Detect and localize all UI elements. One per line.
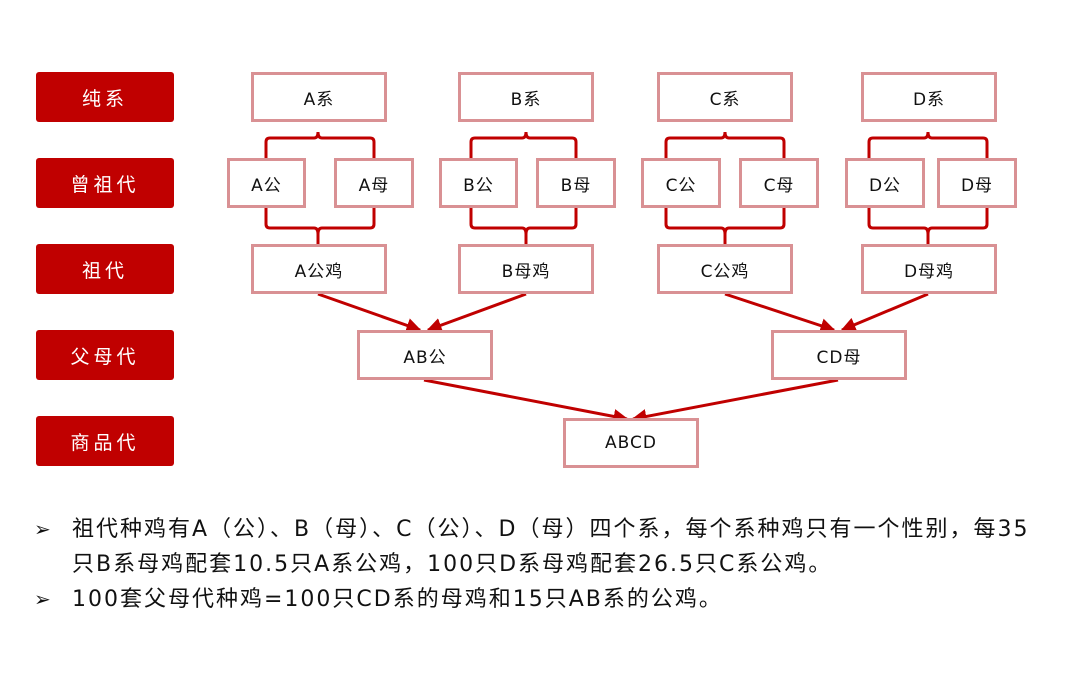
- node-c-line: C系: [657, 72, 793, 122]
- brace-a-top: [264, 131, 376, 158]
- node-a-line: A系: [251, 72, 387, 122]
- arrow-c-to-cd: [724, 292, 836, 333]
- arrow-b-to-ab: [426, 292, 527, 333]
- row-label-parent: 父母代: [36, 330, 174, 380]
- arrow-a-to-ab: [317, 292, 422, 333]
- brace-b-top: [469, 131, 578, 158]
- note-text: 祖代种鸡有A（公）、B（母）、C（公）、D（母）四个系，每个系种鸡只有一个性别，…: [72, 517, 1030, 577]
- node-cd-female: CD母: [771, 330, 907, 380]
- brace-c-top: [664, 131, 786, 158]
- brace-c-bottom: [664, 208, 786, 244]
- row-label-pure-line: 纯系: [36, 72, 174, 122]
- notes-list: ➢ 祖代种鸡有A（公）、B（母）、C（公）、D（母）四个系，每个系种鸡只有一个性…: [34, 512, 1044, 617]
- node-d-hen: D母鸡: [861, 244, 997, 294]
- row-label-grandparent: 祖代: [36, 244, 174, 294]
- node-b-hen: B母鸡: [458, 244, 594, 294]
- node-a-female: A母: [334, 158, 414, 208]
- node-c-female: C母: [739, 158, 819, 208]
- arrow-d-to-cd: [840, 292, 929, 332]
- arrow-bullet-icon: ➢: [34, 517, 53, 541]
- arrow-cd-to-abcd: [631, 378, 839, 424]
- node-b-female: B母: [536, 158, 616, 208]
- node-ab-male: AB公: [357, 330, 493, 380]
- node-b-male: B公: [439, 158, 518, 208]
- row-label-great-grandparent: 曾祖代: [36, 158, 174, 208]
- note-item: ➢ 祖代种鸡有A（公）、B（母）、C（公）、D（母）四个系，每个系种鸡只有一个性…: [34, 512, 1044, 582]
- note-item: ➢ 100套父母代种鸡=100只CD系的母鸡和15只AB系的公鸡。: [34, 582, 1044, 617]
- note-text: 100套父母代种鸡=100只CD系的母鸡和15只AB系的公鸡。: [72, 587, 723, 612]
- brace-d-bottom: [867, 208, 989, 244]
- brace-d-top: [867, 131, 989, 158]
- node-a-rooster: A公鸡: [251, 244, 387, 294]
- node-abcd: ABCD: [563, 418, 699, 468]
- row-label-commercial: 商品代: [36, 416, 174, 466]
- node-a-male: A公: [227, 158, 306, 208]
- arrow-ab-to-abcd: [423, 378, 629, 424]
- node-c-male: C公: [641, 158, 721, 208]
- node-d-female: D母: [937, 158, 1017, 208]
- brace-b-bottom: [469, 208, 578, 244]
- node-d-male: D公: [845, 158, 925, 208]
- arrow-bullet-icon: ➢: [34, 587, 53, 611]
- node-b-line: B系: [458, 72, 594, 122]
- brace-a-bottom: [264, 208, 376, 244]
- node-c-rooster: C公鸡: [657, 244, 793, 294]
- node-d-line: D系: [861, 72, 997, 122]
